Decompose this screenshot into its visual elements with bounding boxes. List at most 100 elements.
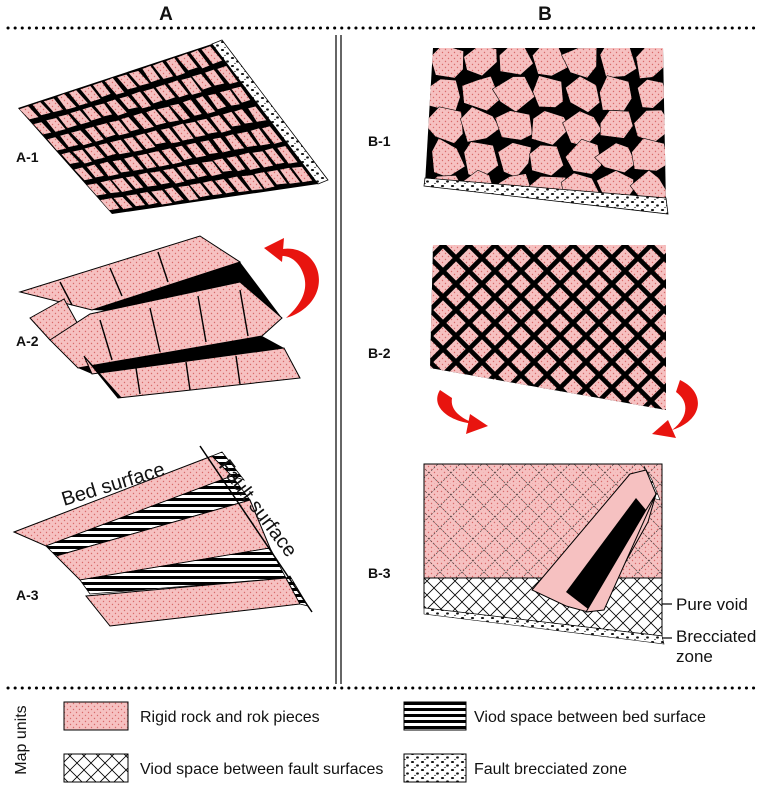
b1-rock-fragment xyxy=(529,144,564,177)
b1-rock-fragment xyxy=(631,137,666,172)
b2-rock-diamond xyxy=(407,222,427,242)
a1-rock-block xyxy=(60,151,81,165)
b2-rock-diamond xyxy=(745,248,765,268)
b2-rock-diamond xyxy=(758,313,765,333)
b2-rock-diamond xyxy=(719,248,739,268)
a1-rock-block xyxy=(156,106,181,123)
a1-rock-block xyxy=(110,177,134,193)
b2-rock-diamond xyxy=(575,245,597,256)
a1-rock-block xyxy=(154,83,177,102)
b2-rock-diamond xyxy=(458,377,480,399)
b2-rock-diamond xyxy=(706,261,726,281)
a1-rock-block xyxy=(138,191,159,206)
a1-rock-block xyxy=(200,160,223,177)
b2-rock-diamond xyxy=(510,325,532,347)
b2-rock-diamond xyxy=(523,364,545,386)
b2-rock-diamond xyxy=(732,391,752,411)
b2-rock-diamond xyxy=(719,300,739,320)
legend-swatch-bed-void xyxy=(403,701,467,731)
b2-rock-diamond xyxy=(745,378,765,398)
legend-label-breccia: Fault brecciated zone xyxy=(474,761,627,778)
b2-rock-diamond xyxy=(485,430,505,450)
b2-rock-diamond xyxy=(394,235,414,255)
b2-rock-diamond xyxy=(445,312,467,334)
b2-rock-diamond xyxy=(627,338,649,360)
a1-rock-block xyxy=(227,175,251,193)
b2-rock-diamond xyxy=(549,260,571,282)
a1-rock-block xyxy=(261,125,284,145)
b2-rock-diamond xyxy=(472,209,492,229)
a1-rock-block xyxy=(169,103,192,121)
b2-rock-diamond xyxy=(458,247,480,269)
a1-rock-block xyxy=(189,49,211,70)
b2-rock-diamond xyxy=(653,390,666,410)
b2-rock-diamond xyxy=(602,209,622,229)
b2-rock-diamond xyxy=(758,365,765,385)
b2-rock-diamond xyxy=(601,338,623,360)
b2-rock-diamond xyxy=(524,209,544,229)
b2-rock-diamond xyxy=(602,417,622,437)
b2-rock-diamond xyxy=(562,351,584,373)
b2-rock-diamond xyxy=(614,377,636,399)
panel-a1-fractured-block xyxy=(18,39,329,214)
panel-b3-pure-void xyxy=(566,498,646,612)
a1-rock-block xyxy=(276,145,299,165)
b2-rock-diamond xyxy=(562,273,584,295)
a1-rock-block xyxy=(187,163,209,179)
b2-rock-diamond xyxy=(445,260,467,282)
b2-rock-diamond xyxy=(420,417,440,437)
b1-rock-fragment xyxy=(599,48,638,78)
b2-rock-diamond xyxy=(641,222,661,242)
b2-rock-diamond xyxy=(588,247,610,269)
a1-rock-block xyxy=(130,90,153,109)
b2-rock-diamond xyxy=(640,325,662,347)
b1-rock-fragment xyxy=(498,48,534,76)
panel-label-a2: A-2 xyxy=(16,333,39,349)
b2-rock-diamond xyxy=(394,209,414,229)
b2-rock-diamond xyxy=(563,222,583,242)
b2-rock-diamond xyxy=(563,430,583,450)
a1-rock-block xyxy=(166,79,190,99)
b2-rock-diamond xyxy=(758,209,765,229)
b2-rock-diamond xyxy=(407,430,427,450)
a1-rock-block xyxy=(103,77,126,96)
panel-b3-faulted-block xyxy=(423,463,672,645)
panel-b1-fragments xyxy=(425,48,666,206)
b2-rock-diamond xyxy=(640,299,662,321)
b2-rock-diamond xyxy=(719,430,739,450)
b2-rock-diamond xyxy=(368,209,388,229)
b2-rock-diamond xyxy=(536,325,558,347)
a1-rock-block xyxy=(176,52,199,72)
b2-rock-diamond xyxy=(433,222,453,242)
b1-rock-fragment xyxy=(565,75,601,113)
b2-rock-diamond xyxy=(430,390,441,410)
b2-rock-diamond xyxy=(575,260,597,282)
b1-rock-fragment xyxy=(532,75,564,108)
a1-rock-block xyxy=(85,163,106,179)
panel-a3-fault-line xyxy=(199,445,313,613)
b2-rock-diamond xyxy=(693,352,713,372)
b2-rock-diamond xyxy=(601,260,623,282)
b2-rock-diamond xyxy=(589,222,609,242)
a1-rock-block xyxy=(98,161,121,177)
b2-rock-diamond xyxy=(693,248,713,268)
b2-rock-diamond xyxy=(745,300,765,320)
a1-rock-block xyxy=(175,164,197,181)
a1-rock-block xyxy=(32,121,53,136)
a1-rock-block xyxy=(45,117,67,133)
b1-rock-fragment xyxy=(494,110,533,141)
a1-rock-block xyxy=(240,174,265,191)
b2-rock-diamond xyxy=(706,235,726,255)
a1-rock-block xyxy=(212,157,234,173)
b2-rock-diamond xyxy=(667,300,687,320)
a1-rock-block xyxy=(95,122,117,139)
a1-rock-block xyxy=(188,182,211,198)
a1-rock-block xyxy=(203,68,226,87)
b1-rock-fragment xyxy=(461,75,501,112)
b2-rock-diamond xyxy=(407,352,427,372)
a1-rock-block xyxy=(81,105,103,122)
a1-rock-block xyxy=(136,153,158,170)
a1-rock-block xyxy=(213,178,236,195)
b2-rock-diamond xyxy=(706,365,726,385)
column-heading-a: A xyxy=(159,4,173,25)
